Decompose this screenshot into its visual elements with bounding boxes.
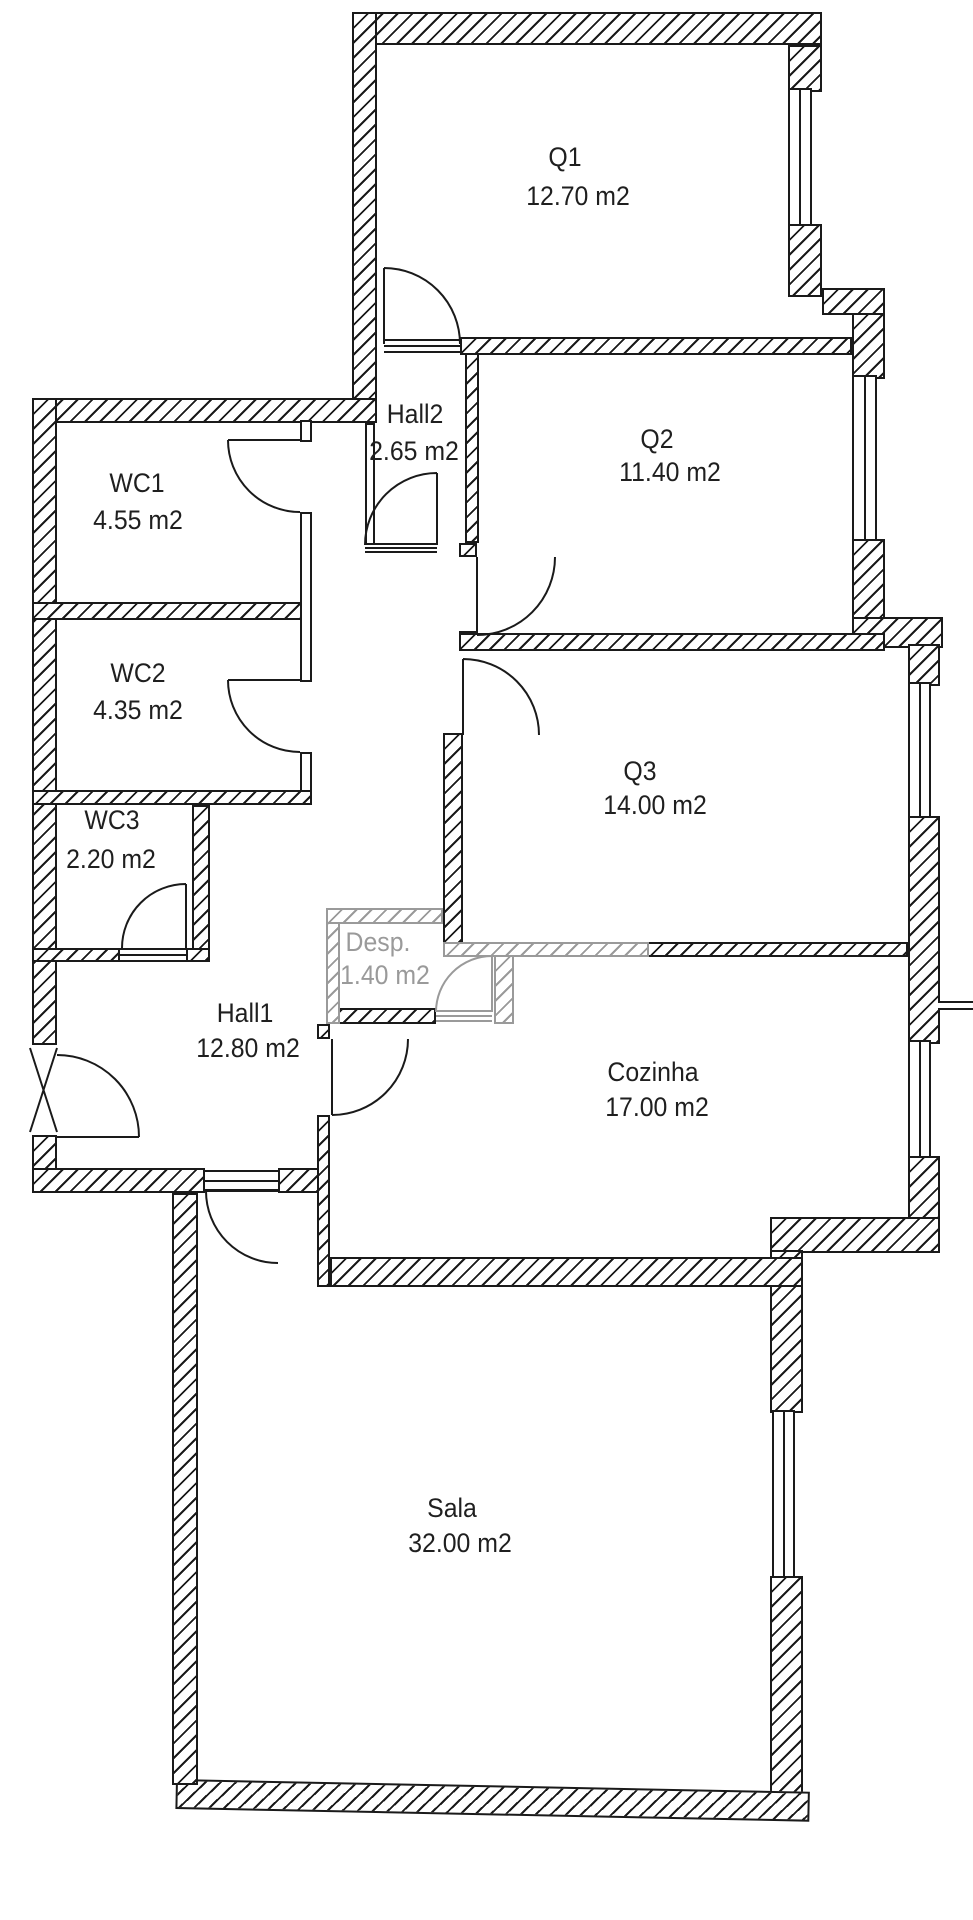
room-label-desp-area: 1.40 m2 — [340, 960, 430, 990]
wall-bottom-hall1-left — [32, 1168, 205, 1193]
wall-wc3-bottom-stub — [186, 948, 210, 962]
room-label-hall2-name: Hall2 — [386, 399, 444, 429]
wall-wc1-right-a — [300, 420, 312, 442]
room-label-cozinha-area: 17.00 m2 — [605, 1092, 709, 1122]
wall-wc3-bottom — [32, 948, 120, 962]
wall-divider-q3-cozinha-grey — [443, 942, 649, 957]
room-label-hall1-area: 12.80 m2 — [196, 1033, 300, 1063]
room-label-q2-name: Q2 — [640, 424, 674, 454]
wall-center-column-a — [459, 543, 477, 557]
door-arc-q2 — [476, 556, 556, 636]
sill-desp-door — [436, 1010, 492, 1022]
wall-right-q1-lower — [788, 224, 822, 297]
wall-desp-left-grey — [326, 908, 340, 1024]
wall-divider-q3-cozinha — [647, 942, 908, 957]
wall-desp-bottom — [326, 1008, 436, 1024]
wall-cozinha-left-lower — [317, 1115, 330, 1287]
room-label-cozinha-name: Cozinha — [607, 1057, 699, 1087]
wall-top-left-wing — [32, 398, 377, 423]
door-arc-q3 — [462, 658, 540, 736]
wall-right-sala-lower — [770, 1576, 803, 1798]
room-label-sala-name: Sala — [427, 1493, 477, 1523]
room-label-q3-area: 14.00 m2 — [603, 790, 707, 820]
wall-wc1-wc2-right-b — [300, 512, 312, 682]
door-arc-cozinha — [331, 1038, 409, 1116]
room-label-q3-name: Q3 — [623, 756, 657, 786]
wall-right-cozinha-lower — [908, 1156, 940, 1220]
door-arc-entrance — [56, 1054, 140, 1138]
wall-left-sala — [172, 1193, 198, 1785]
sill-wc3-door — [120, 948, 186, 962]
wall-right-q2-lower — [852, 539, 885, 621]
wall-divider-q1-q2 — [460, 337, 852, 355]
wall-left-q1 — [352, 12, 377, 423]
wall-divider-q2-q3 — [459, 633, 885, 651]
room-label-q1-name: Q1 — [548, 142, 582, 172]
wall-step-cozinha-sala — [770, 1217, 940, 1253]
room-label-wc1-area: 4.55 m2 — [93, 505, 183, 535]
wall-step-q1-q2 — [822, 288, 885, 315]
entrance-x-mark — [29, 1047, 58, 1133]
room-label-wc2-area: 4.35 m2 — [93, 695, 183, 725]
wall-divider-cozinha-sala — [330, 1257, 803, 1287]
wall-right-q3-cozinha — [908, 816, 940, 1044]
room-label-sala-area: 32.00 m2 — [408, 1528, 512, 1558]
sill-q1-door — [384, 339, 460, 353]
wall-divider-wc2-wc3 — [32, 790, 312, 805]
wall-hall2-right — [465, 353, 479, 543]
window-q2 — [852, 375, 877, 543]
wall-wc2-right-c — [300, 752, 312, 792]
room-label-hall2-area: 2.65 m2 — [369, 436, 459, 466]
room-label-desp-name: Desp. — [345, 927, 411, 957]
room-label-hall1-name: Hall1 — [216, 998, 274, 1028]
room-label-wc3-area: 2.20 m2 — [66, 844, 156, 874]
wall-wc3-right — [192, 805, 210, 962]
sill-hall2-door — [365, 543, 437, 553]
wall-top-q1 — [352, 12, 822, 45]
door-arc-q1 — [383, 267, 461, 345]
window-cozinha — [908, 1040, 931, 1160]
wall-cozinha-left-upper — [317, 1024, 330, 1039]
window-q3 — [908, 682, 931, 820]
door-arc-hall1-sala — [205, 1190, 279, 1264]
wall-q3-left — [443, 733, 463, 957]
wall-desp-right-grey — [494, 955, 514, 1024]
wall-stub-right-edge — [938, 1001, 973, 1010]
room-label-q2-area: 11.40 m2 — [619, 457, 721, 487]
wall-left-outer-upper — [32, 398, 57, 1045]
room-label-q1-area: 12.70 m2 — [526, 181, 630, 211]
door-arc-wc2 — [227, 679, 301, 753]
room-label-wc1-name: WC1 — [109, 468, 165, 498]
room-label-wc3-name: WC3 — [84, 805, 140, 835]
wall-desp-top-grey — [326, 908, 443, 924]
door-arc-hall2 — [364, 472, 438, 546]
door-arc-wc1 — [227, 439, 301, 513]
door-arc-desp — [435, 955, 493, 1013]
wall-right-q2-upper — [852, 313, 885, 379]
door-arc-wc3 — [121, 883, 187, 949]
wall-divider-wc1-wc2 — [32, 602, 312, 620]
window-sala — [772, 1410, 795, 1580]
wall-right-q3-upper — [908, 644, 940, 686]
room-label-wc2-name: WC2 — [110, 658, 166, 688]
